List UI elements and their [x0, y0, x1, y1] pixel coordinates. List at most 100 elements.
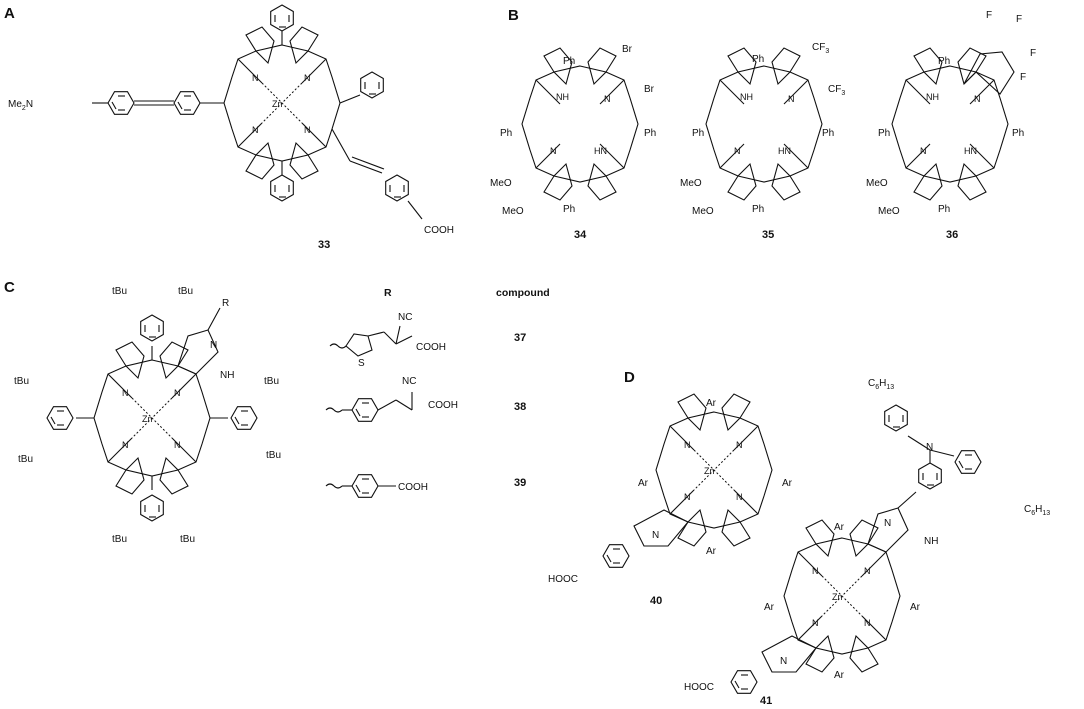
ph-34-left: Ph [500, 128, 512, 139]
ph-36-right: Ph [1012, 128, 1024, 139]
nc-label-37: NC [398, 312, 412, 323]
svg-text:NH: NH [556, 92, 569, 102]
tbu-6: tBu [266, 450, 281, 461]
ar-40-right: Ar [782, 478, 793, 489]
panel-letter-a: A [4, 5, 15, 22]
tbu-5: tBu [18, 454, 33, 465]
imidazole-nh: NH [220, 370, 234, 381]
svg-text:N: N [812, 618, 819, 628]
compound-36-structure: NH N N HN [891, 47, 1015, 201]
svg-text:Zn: Zn [142, 414, 153, 424]
compound-column-header: compound [496, 287, 550, 299]
svg-text:N: N [550, 146, 557, 156]
ph-34-bottom: Ph [563, 204, 575, 215]
svg-text:HN: HN [778, 146, 791, 156]
quinox-n-40: N [652, 530, 659, 541]
meo-35-a: MeO [680, 178, 702, 189]
svg-text:N: N [122, 440, 129, 450]
panel-letter-d: D [624, 369, 635, 386]
f-36-c: F [1030, 48, 1036, 59]
tbu-7: tBu [112, 534, 127, 545]
meo-35-b: MeO [692, 206, 714, 217]
compound-33-structure: Zn N N N N [92, 4, 423, 220]
svg-text:N: N [812, 566, 819, 576]
f-36-a: F [986, 10, 992, 21]
panel-letter-c: C [4, 279, 15, 296]
c6h13-label-a: C6H13 [868, 378, 894, 391]
hooc-label-40: HOOC [548, 574, 578, 585]
svg-text:NH: NH [740, 92, 753, 102]
svg-text:N: N [734, 146, 741, 156]
ph-35-bottom: Ph [752, 204, 764, 215]
meo-34-b: MeO [502, 206, 524, 217]
tbu-8: tBu [180, 534, 195, 545]
ph-36-left: Ph [878, 128, 890, 139]
svg-text:N: N [304, 73, 311, 83]
compound-number-40: 40 [650, 595, 662, 607]
cf3-35-a: CF3 [812, 42, 829, 55]
ph-34-right: Ph [644, 128, 656, 139]
f-36-b: F [1016, 14, 1022, 25]
meo-36-b: MeO [878, 206, 900, 217]
tbu-3: tBu [14, 376, 29, 387]
svg-text:N: N [174, 440, 181, 450]
compound-number-37: 37 [514, 332, 526, 344]
tbu-2: tBu [178, 286, 193, 297]
svg-text:N: N [974, 94, 981, 104]
ph-35-right: Ph [822, 128, 834, 139]
compound-40-structure: Zn N N N N [602, 393, 773, 568]
svg-text:Zn: Zn [272, 99, 283, 109]
compound-number-41: 41 [760, 695, 772, 707]
meo-36-a: MeO [866, 178, 888, 189]
ph-35-left: Ph [692, 128, 704, 139]
ar-40-top: Ar [706, 398, 717, 409]
br-34-a: Br [622, 44, 633, 55]
cooh-label-33: COOH [424, 225, 454, 236]
imidazole-n-41: N [884, 518, 891, 529]
cf3-35-b: CF3 [828, 84, 845, 97]
ph-36-top: Ph [938, 56, 950, 67]
svg-text:NH: NH [926, 92, 939, 102]
svg-text:N: N [684, 440, 691, 450]
br-34-b: Br [644, 84, 655, 95]
c6h13-label-b: C6H13 [1024, 504, 1050, 517]
cooh-label-38: COOH [428, 400, 458, 411]
s-label-37: S [358, 358, 365, 369]
svg-text:N: N [604, 94, 611, 104]
r-group-39 [325, 474, 396, 498]
ph-35-top: Ph [752, 54, 764, 65]
nc-label-38: NC [402, 376, 416, 387]
compound-number-35: 35 [762, 229, 774, 241]
ph-36-bottom: Ph [938, 204, 950, 215]
compound-number-34: 34 [574, 229, 587, 241]
svg-text:N: N [122, 388, 129, 398]
compound-number-38: 38 [514, 401, 526, 413]
ar-41-top: Ar [834, 522, 845, 533]
imidazole-n: N [210, 340, 217, 351]
compound-number-33: 33 [318, 239, 330, 251]
compound-35-structure: NH N N HN [705, 47, 823, 201]
r-group-37 [329, 325, 413, 357]
compound-41-structure: Zn N N N N [730, 404, 982, 694]
r-column-header: R [384, 287, 392, 299]
ar-40-bottom: Ar [706, 546, 717, 557]
me2n-label: Me2N [8, 99, 33, 112]
hooc-label-41: HOOC [684, 682, 714, 693]
panel-letter-b: B [508, 7, 519, 24]
svg-text:N: N [788, 94, 795, 104]
svg-text:N: N [174, 388, 181, 398]
tbu-4: tBu [264, 376, 279, 387]
svg-text:N: N [736, 492, 743, 502]
svg-text:N: N [920, 146, 927, 156]
amine-n-41: N [926, 442, 933, 453]
ar-41-left: Ar [764, 602, 775, 613]
svg-text:N: N [736, 440, 743, 450]
ar-41-bottom: Ar [834, 670, 845, 681]
svg-text:N: N [252, 73, 259, 83]
svg-text:HN: HN [594, 146, 607, 156]
tbu-1: tBu [112, 286, 127, 297]
r-group-38 [325, 392, 413, 422]
ph-34-top: Ph [563, 56, 575, 67]
svg-text:HN: HN [964, 146, 977, 156]
